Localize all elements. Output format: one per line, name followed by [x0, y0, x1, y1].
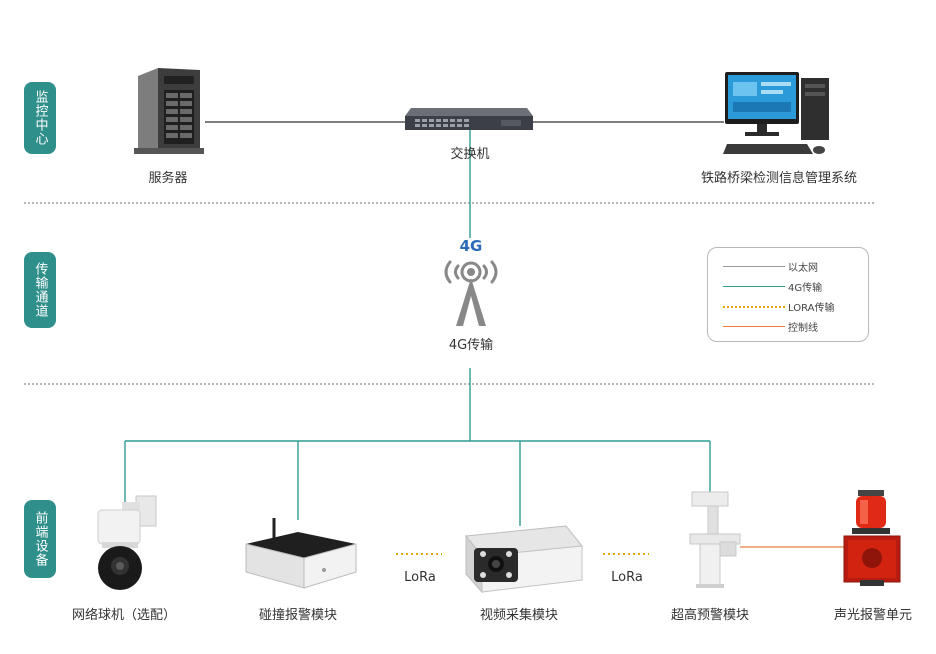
legend-item-4g: 4G传输: [708, 279, 868, 295]
video-module-label: 视频采集模块: [479, 608, 559, 623]
legend: 以太网 4G传输 LORA传输 控制线: [707, 247, 869, 342]
box-camera-icon: [465, 525, 583, 594]
divider-top: [24, 202, 874, 204]
legend-label: LORA传输: [788, 303, 835, 314]
tower-badge: 4G: [459, 237, 483, 255]
section-tag-monitor: 监控中心: [24, 82, 56, 154]
lora-right-label: LoRa: [611, 570, 643, 585]
section-tag-frontend-label: 前端设备: [32, 511, 48, 567]
warning-light-icon: [843, 490, 901, 586]
collision-module-label: 碰撞报警模块: [258, 608, 338, 623]
system-label: 铁路桥梁检测信息管理系统: [700, 171, 858, 186]
legend-label: 4G传输: [788, 283, 823, 294]
legend-item-control: 控制线: [708, 319, 868, 335]
divider-bottom: [24, 383, 874, 385]
dome-camera-icon: [97, 495, 157, 590]
switch-label: 交换机: [450, 147, 490, 162]
sensor-box-icon: [245, 518, 357, 589]
tower-label: 4G传输: [448, 338, 494, 353]
dome-camera-label: 网络球机（选配）: [71, 608, 177, 623]
section-tag-transmission-label: 传输通道: [32, 262, 48, 318]
lora-left-label: LoRa: [404, 570, 436, 585]
section-tag-frontend: 前端设备: [24, 500, 56, 578]
section-tag-monitor-label: 监控中心: [32, 90, 48, 146]
alarm-unit-label: 声光报警单元: [833, 608, 913, 623]
network-switch-icon: [405, 108, 533, 130]
server-label: 服务器: [148, 171, 188, 186]
section-tag-transmission: 传输通道: [24, 252, 56, 328]
server-tower-icon: [134, 68, 204, 154]
bracket-sensor-icon: [689, 491, 741, 588]
legend-label: 以太网: [788, 263, 818, 274]
legend-item-lora: LORA传输: [708, 299, 868, 315]
legend-item-ethernet: 以太网: [708, 259, 868, 275]
legend-label: 控制线: [788, 323, 818, 334]
overheight-module-label: 超高预警模块: [670, 608, 750, 623]
desktop-computer-icon: [723, 72, 829, 154]
antenna-tower-icon: [444, 260, 498, 326]
